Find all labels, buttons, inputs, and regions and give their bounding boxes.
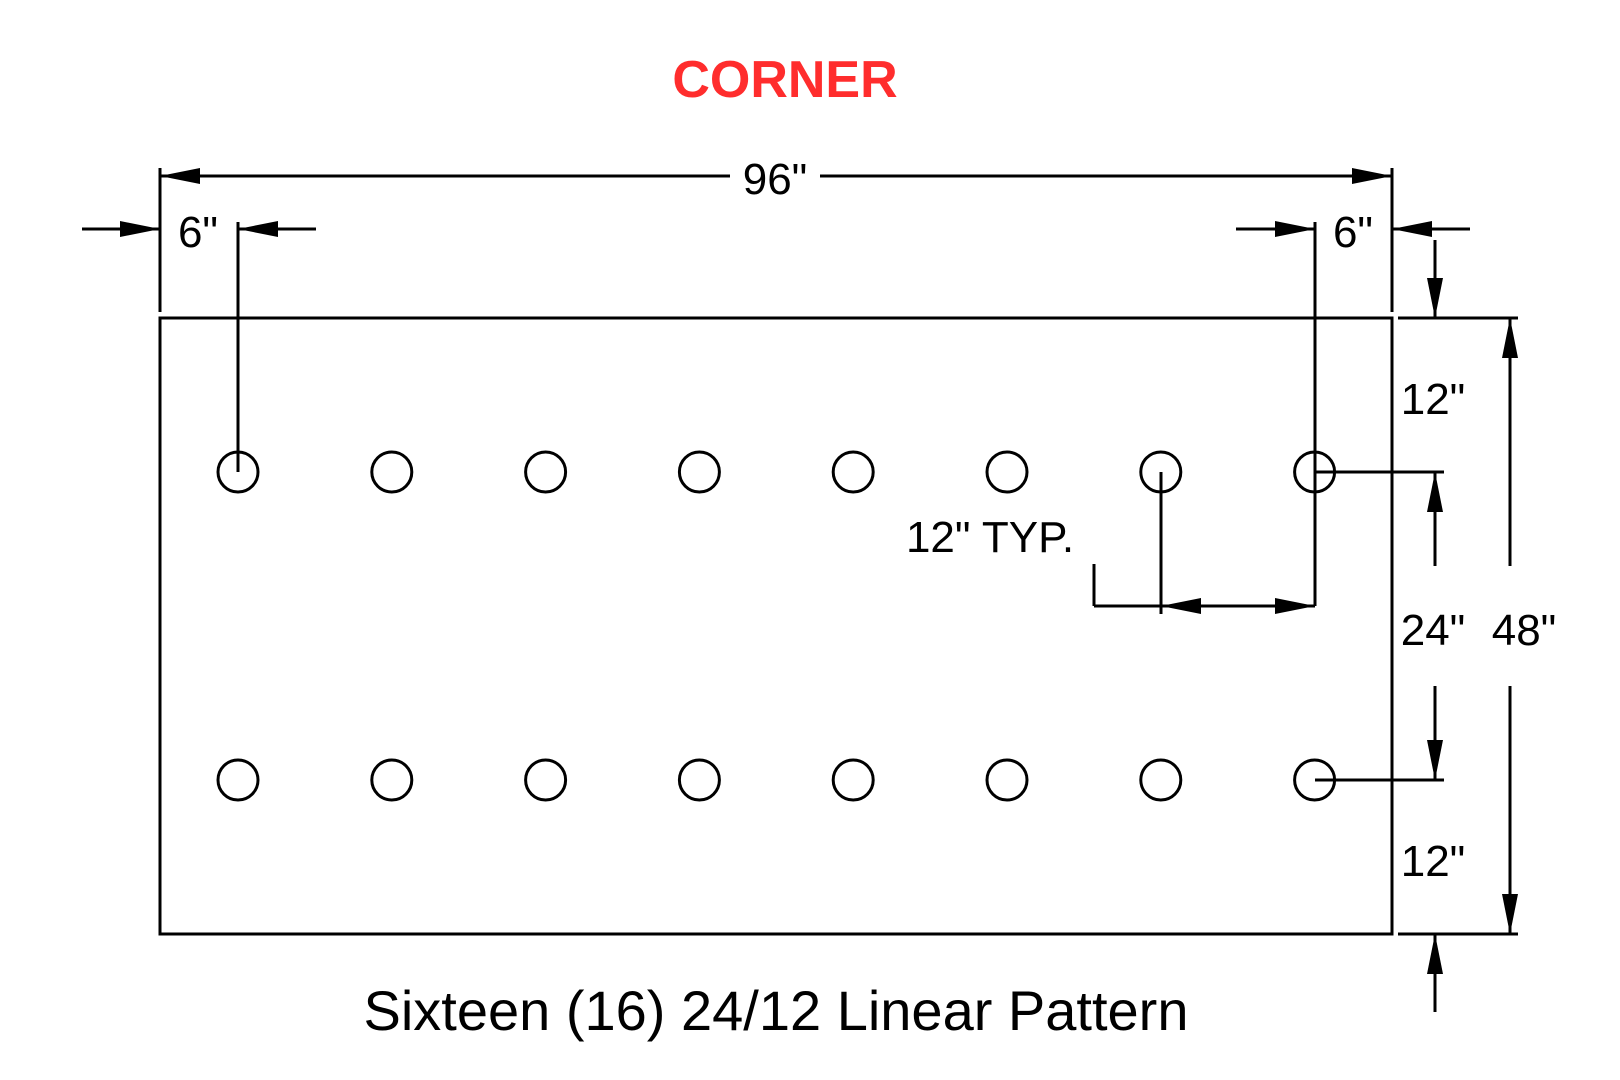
hole-spacing-label: 12" TYP.	[906, 513, 1074, 562]
pattern-caption: Sixteen (16) 24/12 Linear Pattern	[364, 979, 1189, 1042]
bottom-offset-dimension: 12"	[1401, 837, 1466, 1012]
plate-outline	[158, 316, 1394, 936]
drawing-title: CORNER	[672, 51, 897, 109]
overall-height-dimension: 48"	[1492, 318, 1557, 934]
bolt-hole	[524, 758, 568, 802]
bottom-offset-label: 12"	[1401, 837, 1466, 886]
overall-width-label: 96"	[743, 155, 808, 204]
bolt-hole	[370, 450, 414, 494]
top-offset-label: 12"	[1401, 375, 1466, 424]
right-offset-label: 6"	[1333, 208, 1373, 257]
bolt-hole	[677, 758, 721, 802]
overall-height-label: 48"	[1492, 606, 1557, 655]
bolt-hole	[370, 758, 414, 802]
bolt-hole	[985, 450, 1029, 494]
overall-width-dimension: 96"	[158, 155, 1394, 312]
bolt-hole	[677, 450, 721, 494]
bolt-hole	[216, 758, 260, 802]
bolt-hole	[831, 450, 875, 494]
hole-spacing-dimension: 12" TYP.	[906, 472, 1315, 614]
bolt-hole	[985, 758, 1029, 802]
bolt-hole	[1139, 758, 1183, 802]
bolt-hole	[831, 758, 875, 802]
row-spacing-dimension: 24"	[1401, 472, 1466, 780]
row-spacing-label: 24"	[1401, 606, 1466, 655]
right-offset-dimension: 6"	[1236, 208, 1470, 606]
left-offset-dimension: 6"	[82, 208, 316, 472]
left-offset-label: 6"	[178, 208, 218, 257]
top-offset-dimension: 12"	[1401, 240, 1466, 424]
bolt-hole	[524, 450, 568, 494]
